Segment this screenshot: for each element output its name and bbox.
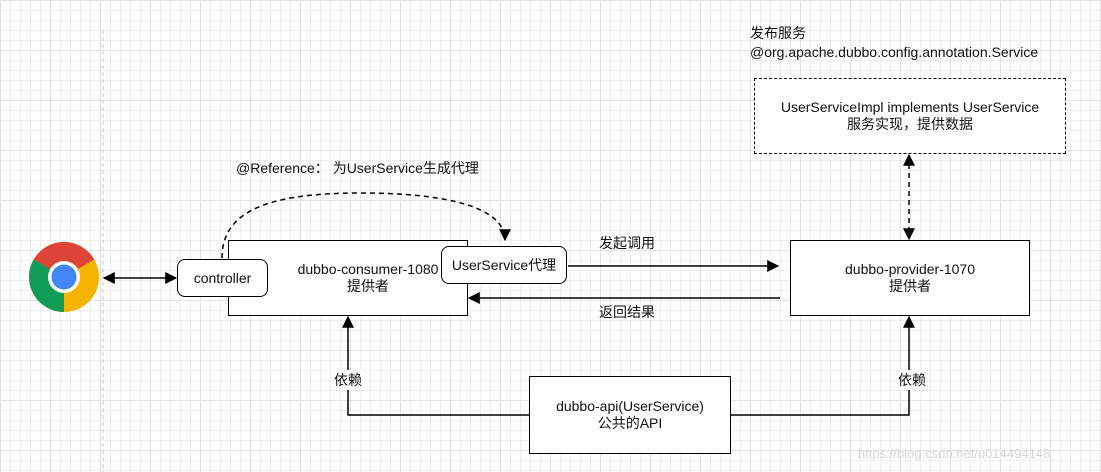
depend-left-label: 依赖 bbox=[334, 370, 362, 390]
api-node-subtitle: 公共的API bbox=[597, 415, 663, 431]
publish-annotation-label: @org.apache.dubbo.config.annotation.Serv… bbox=[750, 44, 1039, 60]
proxy-node-label: UserService代理 bbox=[451, 256, 557, 273]
controller-node-label: controller bbox=[193, 269, 252, 286]
consumer-node: dubbo-consumer-1080 提供者 bbox=[228, 240, 468, 316]
proxy-node: UserService代理 bbox=[441, 246, 567, 284]
consumer-node-title: dubbo-consumer-1080 bbox=[297, 261, 439, 277]
watermark: https://blog.csdn.net/u014494148 bbox=[858, 446, 1051, 461]
return-result-label: 返回结果 bbox=[599, 304, 655, 320]
chrome-icon bbox=[29, 242, 99, 312]
depend-consumer-edge bbox=[342, 315, 530, 416]
api-node: dubbo-api(UserService) 公共的API bbox=[529, 376, 731, 454]
provider-node: dubbo-provider-1070 提供者 bbox=[790, 240, 1030, 316]
provider-node-subtitle: 提供者 bbox=[889, 278, 931, 294]
impl-node-subtitle: 服务实现，提供数据 bbox=[847, 116, 973, 132]
depend-provider-edge bbox=[731, 315, 915, 416]
publish-title-label: 发布服务 bbox=[750, 25, 806, 41]
depend-right-label: 依赖 bbox=[898, 370, 926, 390]
reference-label: @Reference： 为UserService生成代理 bbox=[236, 160, 479, 176]
invoke-label: 发起调用 bbox=[599, 235, 655, 251]
api-node-title: dubbo-api(UserService) bbox=[556, 398, 704, 414]
impl-node: UserServiceImpl implements UserService 服… bbox=[754, 78, 1066, 154]
controller-node: controller bbox=[177, 259, 268, 297]
reference-edge bbox=[221, 192, 511, 259]
provider-node-title: dubbo-provider-1070 bbox=[845, 261, 975, 277]
consumer-node-subtitle: 提供者 bbox=[347, 278, 389, 294]
impl-node-title: UserServiceImpl implements UserService bbox=[780, 99, 1040, 115]
